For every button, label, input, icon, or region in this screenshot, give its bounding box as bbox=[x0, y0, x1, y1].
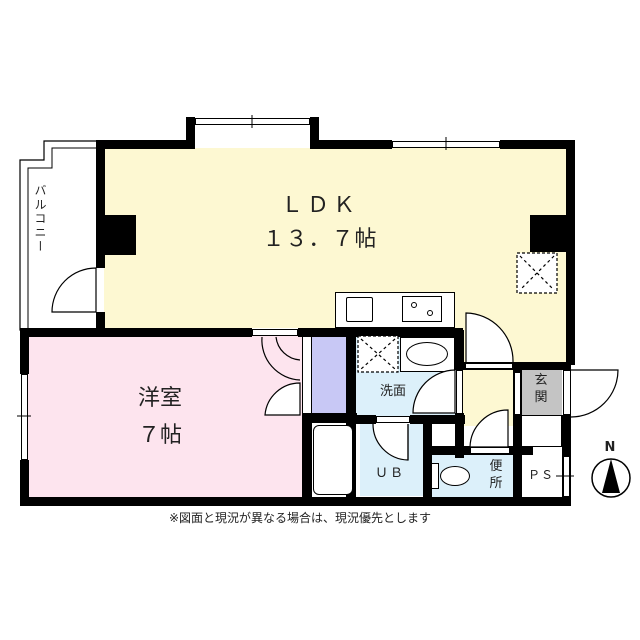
western-room-size-label: ７帖 bbox=[137, 423, 182, 448]
bath-door-frame bbox=[376, 416, 410, 423]
burner-icon bbox=[411, 302, 417, 308]
window-bedroom-left[interactable] bbox=[21, 374, 28, 460]
compass-north-label: N bbox=[604, 440, 616, 455]
wall-bedroom-left-bot bbox=[20, 460, 29, 505]
wall-wash-right bbox=[455, 330, 464, 370]
wall-closet-bottom bbox=[302, 413, 357, 423]
wall-right bbox=[566, 140, 575, 365]
washer-space-icon bbox=[357, 335, 399, 373]
wall-mid-horizontal bbox=[20, 328, 252, 337]
western-room-name-label: 洋室 bbox=[137, 386, 182, 411]
wall-bedroom-right bbox=[302, 415, 312, 500]
balcony-label: バルコニー bbox=[33, 184, 47, 254]
wall-wash-right-low bbox=[455, 413, 464, 458]
toilet-tank-icon bbox=[431, 463, 439, 489]
burner-icon bbox=[427, 310, 433, 316]
wall-toilet-right bbox=[513, 415, 522, 500]
pipe-space-label: ＰＳ bbox=[527, 468, 554, 482]
entrance-step bbox=[521, 415, 562, 447]
wall-top-right bbox=[500, 140, 574, 149]
bathtub-icon bbox=[313, 425, 353, 495]
wall-ldk-left-low bbox=[96, 312, 105, 332]
wall-top-mid bbox=[310, 140, 392, 149]
wall-top-bump-right bbox=[310, 117, 319, 149]
entrance-inner-frame bbox=[514, 372, 521, 415]
pipe-space bbox=[522, 455, 562, 497]
wall-mid-horizontal-2 bbox=[298, 328, 463, 337]
stove-icon bbox=[402, 296, 442, 322]
hall-door-frame bbox=[465, 363, 513, 369]
wall-ldk-left bbox=[96, 140, 105, 268]
entrance-label-top: 玄 bbox=[534, 373, 548, 388]
toilet-bowl-icon bbox=[440, 466, 470, 486]
wall-top-left bbox=[96, 140, 194, 149]
pillar-right bbox=[530, 215, 570, 252]
pillar-left bbox=[96, 215, 136, 255]
closet-door-frame bbox=[302, 337, 312, 415]
wall-top-bump-left bbox=[186, 117, 195, 149]
kitchen-sink-icon bbox=[346, 297, 373, 322]
toilet-label-top: 便 bbox=[489, 459, 503, 474]
disclaimer-note: ※図面と現況が異なる場合は、現況優先とします bbox=[168, 511, 432, 525]
unit-bath-label: ＵＢ bbox=[374, 466, 405, 481]
wall-wash-bottom bbox=[346, 415, 376, 424]
washbasin-icon bbox=[406, 342, 448, 366]
bedroom-door-frame bbox=[252, 329, 298, 336]
entrance bbox=[521, 370, 562, 415]
washroom-label: 洗面 bbox=[379, 384, 406, 399]
western-room bbox=[28, 336, 302, 498]
ldk-size-label: １３．７帖 bbox=[262, 227, 378, 252]
wall-bottom bbox=[20, 497, 571, 506]
wall-wash-bottom-2 bbox=[410, 415, 465, 424]
wall-bedroom-left-top bbox=[20, 328, 29, 374]
entrance-label-bottom: 関 bbox=[534, 390, 548, 405]
closet bbox=[312, 336, 346, 414]
compass-icon bbox=[591, 458, 631, 498]
wall-bath-right bbox=[423, 415, 432, 500]
entrance-outer-frame bbox=[563, 370, 571, 415]
toilet-label-bottom: 所 bbox=[489, 476, 503, 491]
fridge-space-icon bbox=[516, 252, 558, 294]
ldk-name-label: ＬＤＫ bbox=[280, 193, 359, 218]
